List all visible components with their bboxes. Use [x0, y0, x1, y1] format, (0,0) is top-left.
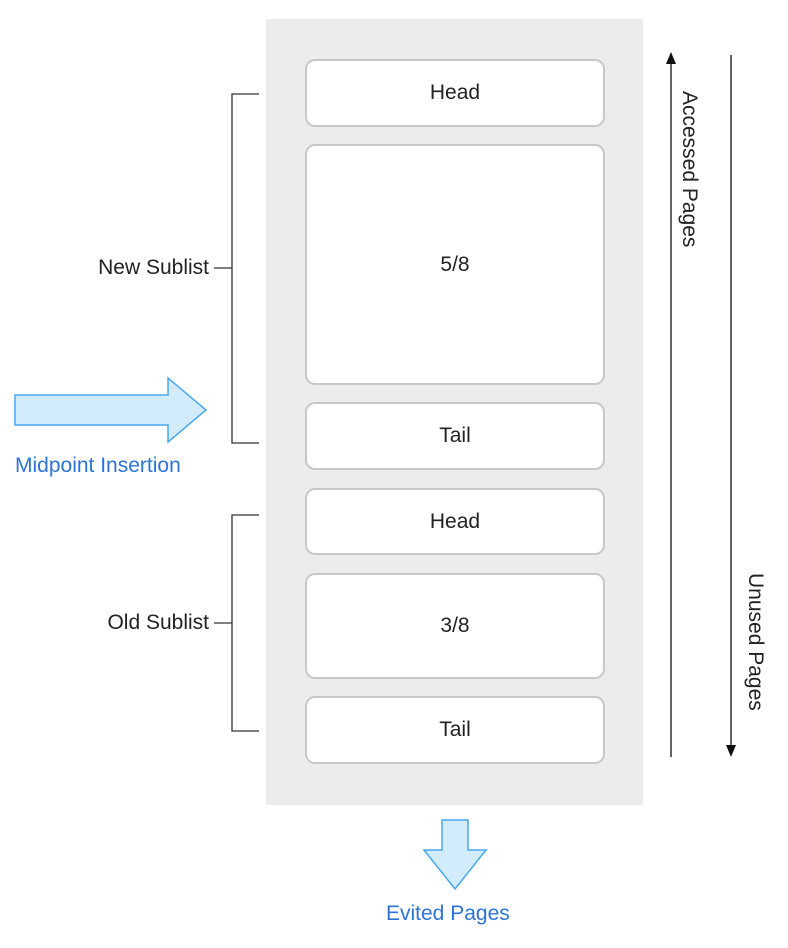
- accessed-pages-arrow: [666, 52, 676, 757]
- evicted-pages-label: Evited Pages: [386, 902, 510, 925]
- old-sublist-tail-block: Tail: [305, 696, 605, 764]
- new-sublist-head-block: Head: [305, 59, 605, 127]
- old-sublist-head-block: Head: [305, 488, 605, 555]
- midpoint-insertion-arrow: [14, 376, 208, 444]
- evicted-pages-arrow: [422, 819, 488, 891]
- old-sublist-body-block: 3/8: [305, 573, 605, 679]
- unused-pages-arrow: [726, 55, 736, 757]
- new-sublist-tail-block: Tail: [305, 402, 605, 470]
- new-sublist-body-block: 5/8: [305, 144, 605, 385]
- old-sublist-label: Old Sublist: [107, 611, 209, 634]
- accessed-pages-label: Accessed Pages: [678, 91, 701, 248]
- unused-pages-label: Unused Pages: [744, 573, 767, 711]
- old-sublist-bracket: [214, 514, 259, 732]
- new-sublist-label: New Sublist: [98, 256, 209, 279]
- midpoint-insertion-label: Midpoint Insertion: [15, 454, 181, 477]
- new-sublist-bracket: [214, 93, 259, 444]
